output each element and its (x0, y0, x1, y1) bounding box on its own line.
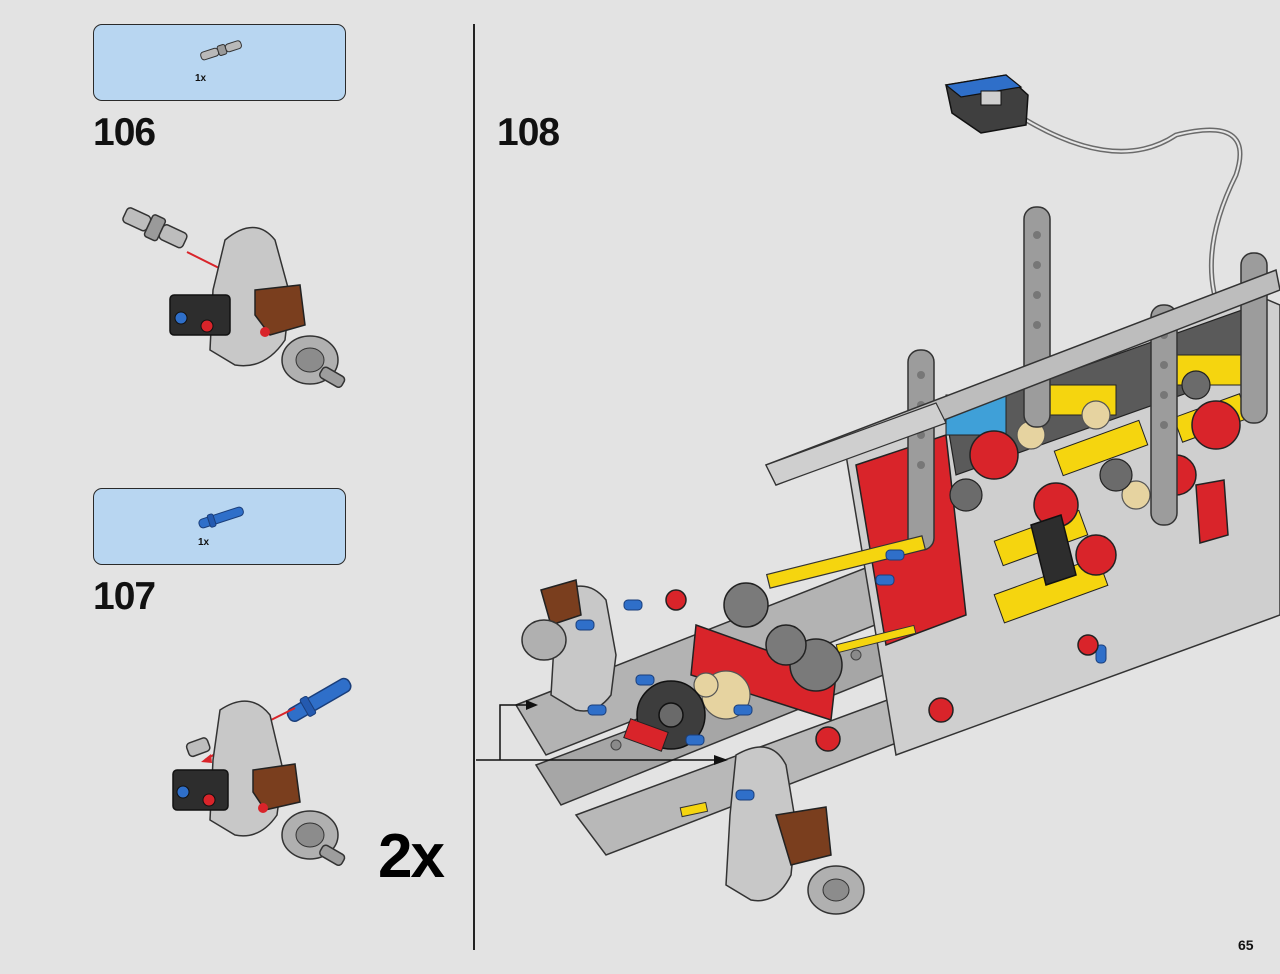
column-divider (473, 24, 475, 950)
multiplier-label: 2x (378, 822, 445, 891)
part-quantity-label: 1x (195, 73, 207, 84)
step-107-assembly-illustration (172, 677, 352, 866)
front-right-hub (725, 746, 865, 915)
step-106-assembly-illustration (122, 207, 346, 388)
parts-callout-107: 1x (93, 488, 346, 565)
step-number-108: 108 (497, 111, 560, 154)
step-number-106: 106 (93, 111, 156, 154)
placement-arrows (476, 704, 726, 761)
step-number-107: 107 (93, 575, 156, 618)
step-108-assembly-illustration (476, 74, 1280, 915)
parts-callout-106: 1x (93, 24, 346, 101)
front-left-hub (521, 579, 617, 712)
blue-axle-pin-part-icon (198, 506, 244, 529)
battery-box-plug (944, 74, 1029, 134)
part-quantity-label: 1x (198, 537, 210, 548)
universal-joint-part-icon (200, 40, 242, 61)
page-number: 65 (1238, 937, 1254, 953)
